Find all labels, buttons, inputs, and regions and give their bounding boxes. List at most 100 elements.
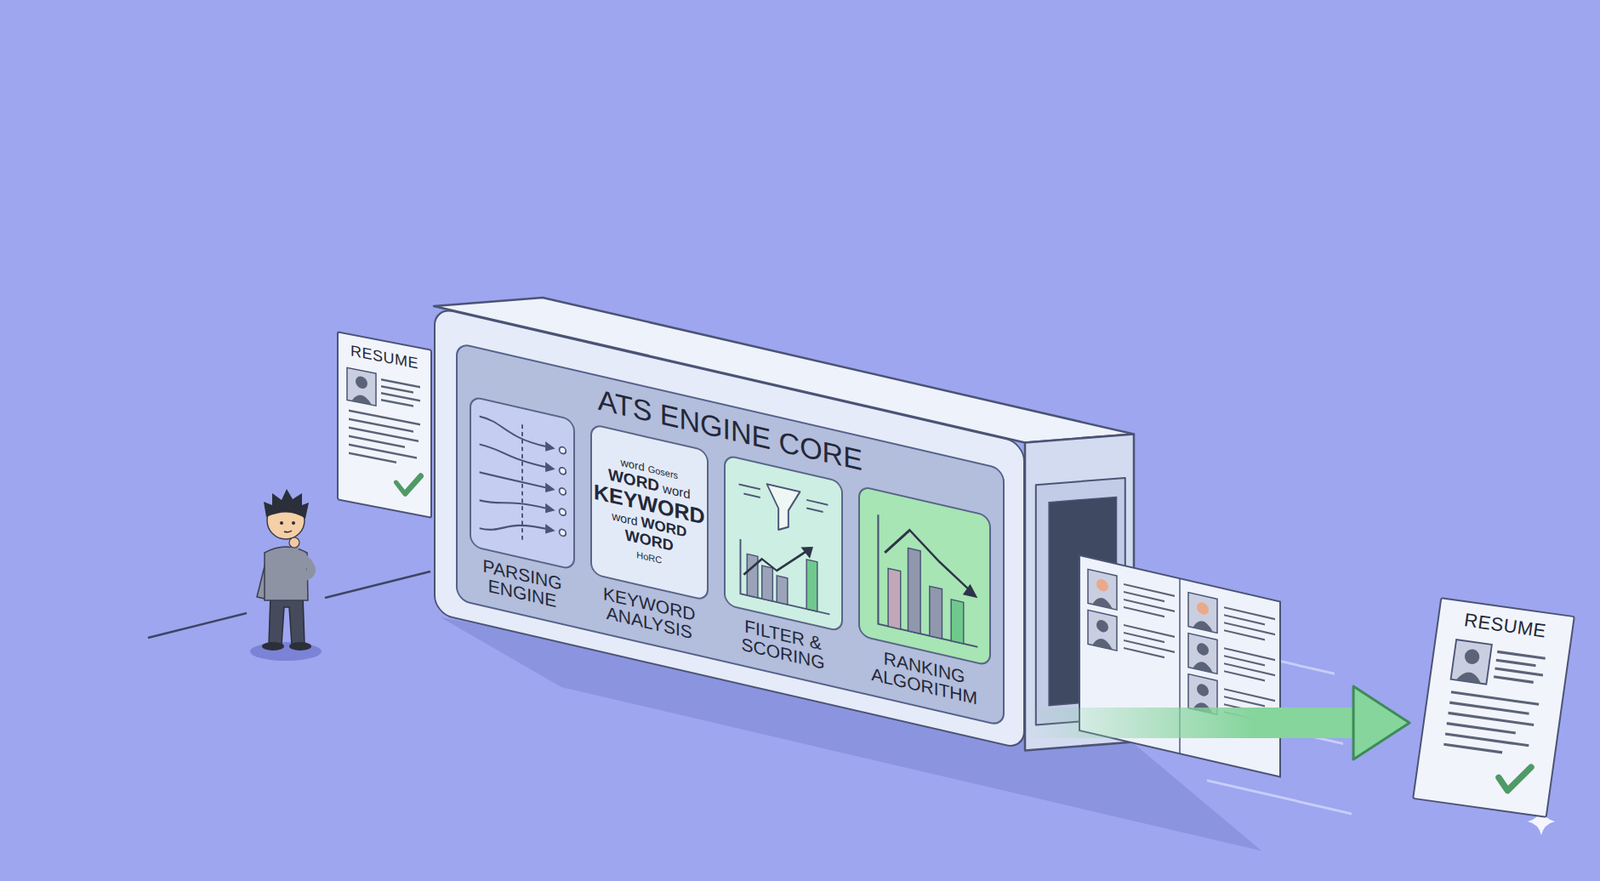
avatar-head: [1463, 648, 1481, 666]
engine-module: FILTER & SCORING: [723, 454, 843, 678]
text-line: [1451, 692, 1539, 705]
avatar-head: [1096, 578, 1109, 593]
check-mark: [396, 471, 422, 498]
resume-paper: RESUME: [1412, 597, 1576, 819]
text-line: [1224, 655, 1265, 666]
avatar-head: [1096, 619, 1109, 634]
text-line: [1497, 651, 1545, 659]
avatar-box: [1087, 569, 1117, 610]
avatar-body: [1456, 671, 1483, 684]
text-line: [1449, 702, 1529, 714]
sheet: [1079, 555, 1281, 777]
parse-line: [479, 416, 546, 447]
text-line: [1123, 648, 1165, 658]
flow-arrow: [1024, 707, 1356, 739]
bar: [761, 565, 773, 602]
avatar-body: [1092, 595, 1113, 610]
axis: [740, 539, 830, 615]
module-icon-box: wordGosersWORDwordKEYWORDwordWORDWORDHoR…: [590, 422, 709, 602]
bar: [746, 553, 758, 598]
word-cloud: wordGosersWORDwordKEYWORDwordWORDWORDHoR…: [592, 425, 707, 600]
floor-line: [324, 571, 431, 598]
avatar-box: [1451, 639, 1492, 685]
parse-arrow: [545, 482, 556, 495]
figure-eye: [291, 521, 296, 525]
text-line: [381, 386, 414, 393]
engine-module: PARSING ENGINE: [469, 395, 576, 616]
module-icon-box: [858, 484, 991, 667]
engine-core-panel: ATS ENGINE COREPARSING ENGINEwordGosersW…: [455, 341, 1005, 727]
engine-module: RANKING ALGORITHM: [858, 484, 991, 712]
avatar-head: [355, 375, 368, 390]
trend-line: [743, 536, 807, 590]
figure-mouth: [284, 530, 292, 533]
text-line: [381, 379, 421, 388]
parse-arrow: [545, 503, 556, 516]
parse-line: [479, 444, 546, 468]
avatar-body: [1192, 660, 1213, 674]
text-line: [1494, 668, 1543, 676]
parse-dot: [559, 487, 567, 496]
funnel: [766, 483, 800, 535]
resume-paper: RESUME: [336, 330, 433, 519]
rank-icon: [859, 487, 990, 666]
avatar-box: [1087, 609, 1117, 651]
parse-arrow: [545, 461, 556, 474]
axis: [877, 514, 978, 648]
bar: [928, 586, 942, 639]
speed-line: [1207, 780, 1352, 815]
text-line: [1224, 696, 1265, 707]
text-line: [381, 399, 414, 406]
figure-arm: [294, 549, 312, 579]
parse-line: [479, 472, 546, 488]
parse-line: [479, 493, 546, 517]
text-line: [1123, 632, 1165, 643]
avatar-head: [1196, 683, 1209, 698]
text-line: [348, 453, 397, 463]
text-line: [348, 410, 421, 425]
bar: [888, 568, 901, 630]
parse-icon: [471, 397, 574, 570]
text-line: [381, 392, 421, 401]
filter-stroke: [738, 483, 760, 490]
parse-arrow: [545, 441, 556, 454]
trend-line: [884, 524, 968, 589]
keyword-word: HoRC: [636, 549, 662, 566]
text-line: [1496, 660, 1537, 667]
text-line: [1446, 723, 1516, 734]
text-line: [1224, 671, 1265, 681]
text-line: [1443, 744, 1503, 753]
floor-line: [148, 613, 247, 638]
filter-stroke: [806, 500, 828, 506]
parse-dot: [559, 529, 567, 538]
filter-stroke: [806, 507, 823, 512]
parse-line: [479, 513, 546, 544]
engine-module: wordGosersWORDwordKEYWORDwordWORDWORDHoR…: [590, 422, 709, 646]
resume-art: [1421, 633, 1564, 808]
figure-hair: [263, 489, 309, 519]
figure-hand: [289, 537, 300, 548]
avatar-head: [1196, 601, 1209, 616]
avatar-head: [1196, 642, 1209, 657]
text-line: [1224, 630, 1265, 640]
text-line: [1224, 614, 1265, 625]
module-icon-box: [469, 395, 576, 572]
parse-dot: [559, 507, 567, 517]
filter-stroke: [743, 493, 760, 497]
module-icon-box: [723, 454, 843, 633]
trend-head: [800, 544, 814, 560]
figure-eye: [279, 521, 284, 525]
parse-dot: [559, 466, 567, 476]
text-line: [1445, 734, 1529, 746]
text-line: [1493, 677, 1534, 684]
avatar-box: [1188, 592, 1218, 634]
figure-shoe: [261, 642, 285, 651]
avatar-box: [1188, 633, 1218, 675]
bar: [907, 547, 921, 634]
node-label: RESUME: [1443, 606, 1566, 646]
filter-icon: [725, 455, 842, 631]
check-mark: [1497, 762, 1532, 794]
figure-shoe: [289, 642, 312, 651]
avatar-body: [1192, 619, 1213, 633]
